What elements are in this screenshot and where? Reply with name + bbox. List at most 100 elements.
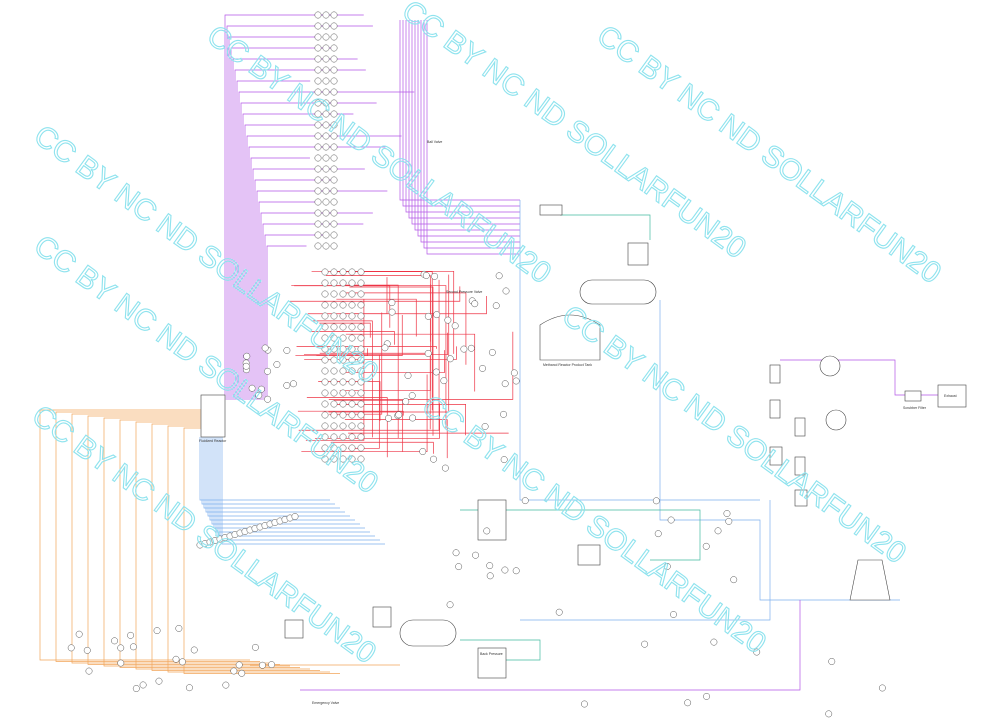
pressure-gauge-icon[interactable] — [408, 392, 416, 400]
pressure-gauge-icon[interactable] — [512, 567, 520, 575]
pressure-gauge-icon[interactable] — [472, 551, 479, 559]
small-vessel-top[interactable] — [627, 242, 649, 266]
pressure-gauge-icon[interactable] — [684, 699, 692, 707]
pressure-gauge-icon[interactable] — [85, 667, 93, 675]
pressure-gauge-icon[interactable] — [321, 290, 329, 298]
pressure-gauge-icon[interactable] — [555, 608, 563, 616]
pressure-gauge-icon[interactable] — [723, 510, 731, 517]
pressure-gauge-icon[interactable] — [348, 334, 356, 342]
pressure-gauge-icon[interactable] — [268, 661, 276, 669]
pressure-gauge-icon[interactable] — [663, 562, 671, 570]
pressure-gauge-icon[interactable] — [460, 345, 468, 353]
pressure-gauge-icon[interactable] — [502, 287, 510, 295]
pressure-gauge-icon[interactable] — [330, 33, 338, 41]
pressure-gauge-icon[interactable] — [330, 11, 338, 19]
pressure-gauge-icon[interactable] — [348, 411, 356, 419]
pressure-gauge-icon[interactable] — [432, 368, 440, 376]
pressure-gauge-icon[interactable] — [139, 681, 147, 689]
pressure-gauge-icon[interactable] — [273, 361, 281, 368]
pressure-gauge-icon[interactable] — [404, 372, 412, 379]
pressure-gauge-icon[interactable] — [314, 231, 322, 239]
pressure-gauge-icon[interactable] — [486, 562, 494, 570]
buffer-vessel[interactable] — [372, 606, 392, 628]
pressure-gauge-icon[interactable] — [501, 566, 509, 574]
pressure-gauge-icon[interactable] — [330, 323, 338, 331]
pressure-gauge-icon[interactable] — [357, 268, 365, 276]
pressure-gauge-icon[interactable] — [322, 242, 330, 250]
small-tank-left[interactable] — [284, 619, 304, 639]
pressure-gauge-icon[interactable] — [440, 377, 448, 385]
pressure-gauge-icon[interactable] — [314, 11, 322, 19]
heater-vessel[interactable] — [477, 647, 507, 679]
pressure-gauge-icon[interactable] — [322, 209, 330, 217]
column-4[interactable] — [769, 446, 783, 466]
pressure-gauge-icon[interactable] — [314, 220, 322, 228]
exhaust-box[interactable] — [937, 384, 967, 408]
pressure-gauge-icon[interactable] — [510, 369, 518, 377]
pressure-gauge-icon[interactable] — [357, 301, 365, 309]
pressure-gauge-icon[interactable] — [321, 411, 329, 419]
pressure-gauge-icon[interactable] — [242, 362, 250, 370]
pressure-gauge-icon[interactable] — [486, 572, 494, 580]
pressure-gauge-icon[interactable] — [330, 154, 338, 162]
heat-exchanger[interactable] — [477, 499, 507, 541]
pressure-gauge-icon[interactable] — [330, 132, 338, 140]
pressure-gauge-icon[interactable] — [330, 279, 338, 287]
pressure-gauge-icon[interactable] — [501, 380, 509, 388]
pressure-gauge-icon[interactable] — [357, 345, 365, 353]
pressure-gauge-icon[interactable] — [322, 132, 330, 140]
pressure-gauge-icon[interactable] — [452, 549, 460, 557]
pressure-gauge-icon[interactable] — [330, 55, 338, 63]
pressure-gauge-icon[interactable] — [357, 290, 365, 298]
pressure-gauge-icon[interactable] — [321, 389, 329, 397]
pressure-gauge-icon[interactable] — [330, 209, 338, 217]
horizontal-separator-tank[interactable] — [579, 279, 657, 305]
pressure-gauge-icon[interactable] — [710, 638, 718, 646]
pressure-gauge-icon[interactable] — [321, 400, 329, 408]
pressure-gauge-icon[interactable] — [291, 513, 299, 520]
pressure-gauge-icon[interactable] — [322, 121, 330, 129]
pressure-gauge-icon[interactable] — [357, 323, 365, 331]
pressure-gauge-icon[interactable] — [348, 422, 356, 430]
pressure-gauge-icon[interactable] — [117, 644, 125, 652]
storage-tank[interactable] — [399, 619, 457, 647]
pressure-gauge-icon[interactable] — [330, 444, 338, 452]
pressure-gauge-icon[interactable] — [495, 272, 503, 280]
pressure-gauge-icon[interactable] — [321, 378, 329, 386]
pressure-gauge-icon[interactable] — [257, 385, 265, 393]
pressure-gauge-icon[interactable] — [314, 110, 322, 118]
pressure-gauge-icon[interactable] — [339, 433, 347, 441]
pressure-gauge-icon[interactable] — [264, 395, 272, 403]
pressure-gauge-icon[interactable] — [348, 400, 356, 408]
pressure-gauge-icon[interactable] — [153, 627, 161, 635]
pressure-gauge-icon[interactable] — [654, 530, 662, 538]
pressure-gauge-icon[interactable] — [330, 290, 338, 298]
pressure-gauge-icon[interactable] — [127, 631, 135, 639]
pressure-gauge-icon[interactable] — [825, 710, 833, 718]
pressure-gauge-icon[interactable] — [322, 220, 330, 228]
pressure-gauge-icon[interactable] — [330, 334, 338, 342]
pressure-gauge-icon[interactable] — [339, 356, 347, 364]
pressure-gauge-icon[interactable] — [488, 348, 496, 356]
pressure-gauge-icon[interactable] — [339, 268, 347, 276]
methanol-product-tank[interactable] — [539, 314, 601, 361]
pressure-gauge-icon[interactable] — [330, 165, 338, 173]
pressure-gauge-icon[interactable] — [451, 322, 459, 330]
pressure-gauge-icon[interactable] — [175, 624, 183, 632]
pressure-gauge-icon[interactable] — [339, 400, 347, 408]
pressure-gauge-icon[interactable] — [483, 527, 491, 535]
pressure-gauge-icon[interactable] — [348, 433, 356, 441]
pressure-gauge-icon[interactable] — [321, 334, 329, 342]
column-5[interactable] — [794, 456, 806, 476]
pressure-gauge-icon[interactable] — [330, 66, 338, 74]
pressure-gauge-icon[interactable] — [357, 422, 365, 430]
pressure-gauge-icon[interactable] — [283, 381, 291, 389]
pressure-gauge-icon[interactable] — [322, 66, 330, 74]
pressure-gauge-icon[interactable] — [444, 316, 452, 324]
pressure-gauge-icon[interactable] — [357, 411, 365, 419]
pressure-gauge-icon[interactable] — [330, 422, 338, 430]
pressure-gauge-icon[interactable] — [348, 301, 356, 309]
pressure-gauge-icon[interactable] — [441, 464, 449, 472]
pressure-gauge-icon[interactable] — [243, 352, 251, 360]
pressure-gauge-icon[interactable] — [753, 648, 761, 656]
